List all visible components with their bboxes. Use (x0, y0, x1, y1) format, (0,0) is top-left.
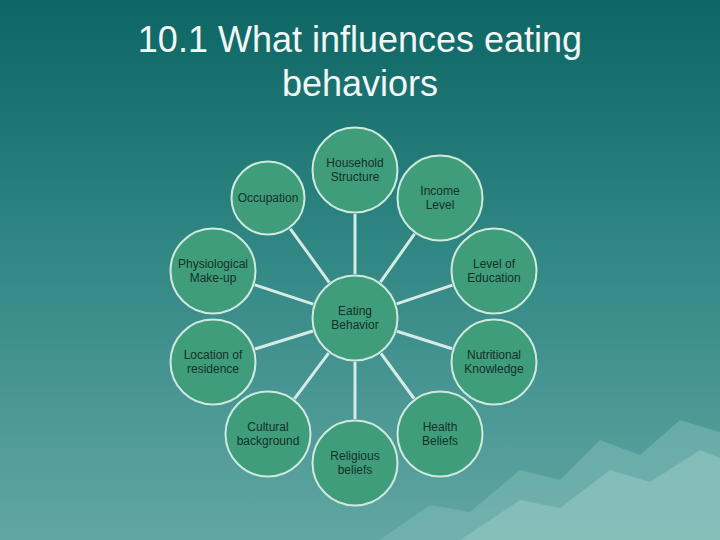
circle-text-holder: Physiological Make-up (178, 257, 248, 285)
circle-label: Occupation (238, 191, 299, 205)
circle-text-holder: Occupation (238, 191, 299, 205)
circle-text-holder: Eating Behavior (320, 304, 390, 332)
circle-shape (313, 421, 398, 506)
spoke-line (381, 353, 414, 398)
spoke-line (397, 285, 453, 304)
circle-text-holder: Income Level (405, 184, 475, 212)
factor-circle: Physiological Make-up (169, 227, 257, 315)
circle-text-holder: Location of residence (178, 348, 248, 376)
mountain-silhouette (380, 420, 720, 540)
factor-circle: Cultural background (224, 390, 312, 478)
spoke-line (255, 285, 313, 304)
hub-circle: Eating Behavior (311, 274, 399, 362)
factor-circle: Location of residence (169, 318, 257, 406)
spoke-line (354, 214, 357, 274)
circle-shape (313, 128, 398, 213)
circle-label: Health Beliefs (405, 420, 475, 448)
spoke-line (380, 234, 414, 282)
circle-label: Level of Education (459, 257, 529, 285)
slide-title: 10.1 What influences eating behaviors (60, 18, 660, 106)
circle-label: Household Structure (320, 156, 390, 184)
circle-label: Cultural background (233, 420, 303, 448)
circle-text-holder: Level of Education (459, 257, 529, 285)
circle-label: Religious beliefs (320, 449, 390, 477)
mountain-silhouette (460, 450, 720, 540)
factor-circle: Nutritional Knowledge (450, 318, 538, 406)
spoke-line (255, 331, 313, 349)
circle-shape (171, 229, 256, 314)
factor-circle: Occupation (230, 160, 306, 236)
circle-shape (171, 320, 256, 405)
circle-shape (232, 162, 305, 235)
circle-text-holder: Cultural background (233, 420, 303, 448)
factor-circle: Health Beliefs (396, 390, 484, 478)
spoke-line (397, 331, 452, 348)
circle-shape (398, 156, 483, 241)
circle-label: Eating Behavior (320, 304, 390, 332)
factor-circle: Level of Education (450, 227, 538, 315)
circle-shape (398, 392, 483, 477)
spoke-line (290, 229, 329, 283)
spoke-line (354, 362, 357, 419)
circle-label: Nutritional Knowledge (459, 348, 529, 376)
factor-circle: Religious beliefs (311, 419, 399, 507)
circle-text-holder: Nutritional Knowledge (459, 348, 529, 376)
spoke-line (294, 353, 328, 399)
circle-text-holder: Religious beliefs (320, 449, 390, 477)
circle-label: Location of residence (178, 348, 248, 376)
circle-label: Physiological Make-up (178, 257, 248, 285)
circle-text-holder: Household Structure (320, 156, 390, 184)
circle-text-holder: Health Beliefs (405, 420, 475, 448)
circle-shape (452, 229, 537, 314)
circle-shape (226, 392, 311, 477)
factor-circle: Household Structure (311, 126, 399, 214)
circle-shape (452, 320, 537, 405)
circle-shape (313, 276, 398, 361)
factor-circle: Income Level (396, 154, 484, 242)
circle-label: Income Level (405, 184, 475, 212)
